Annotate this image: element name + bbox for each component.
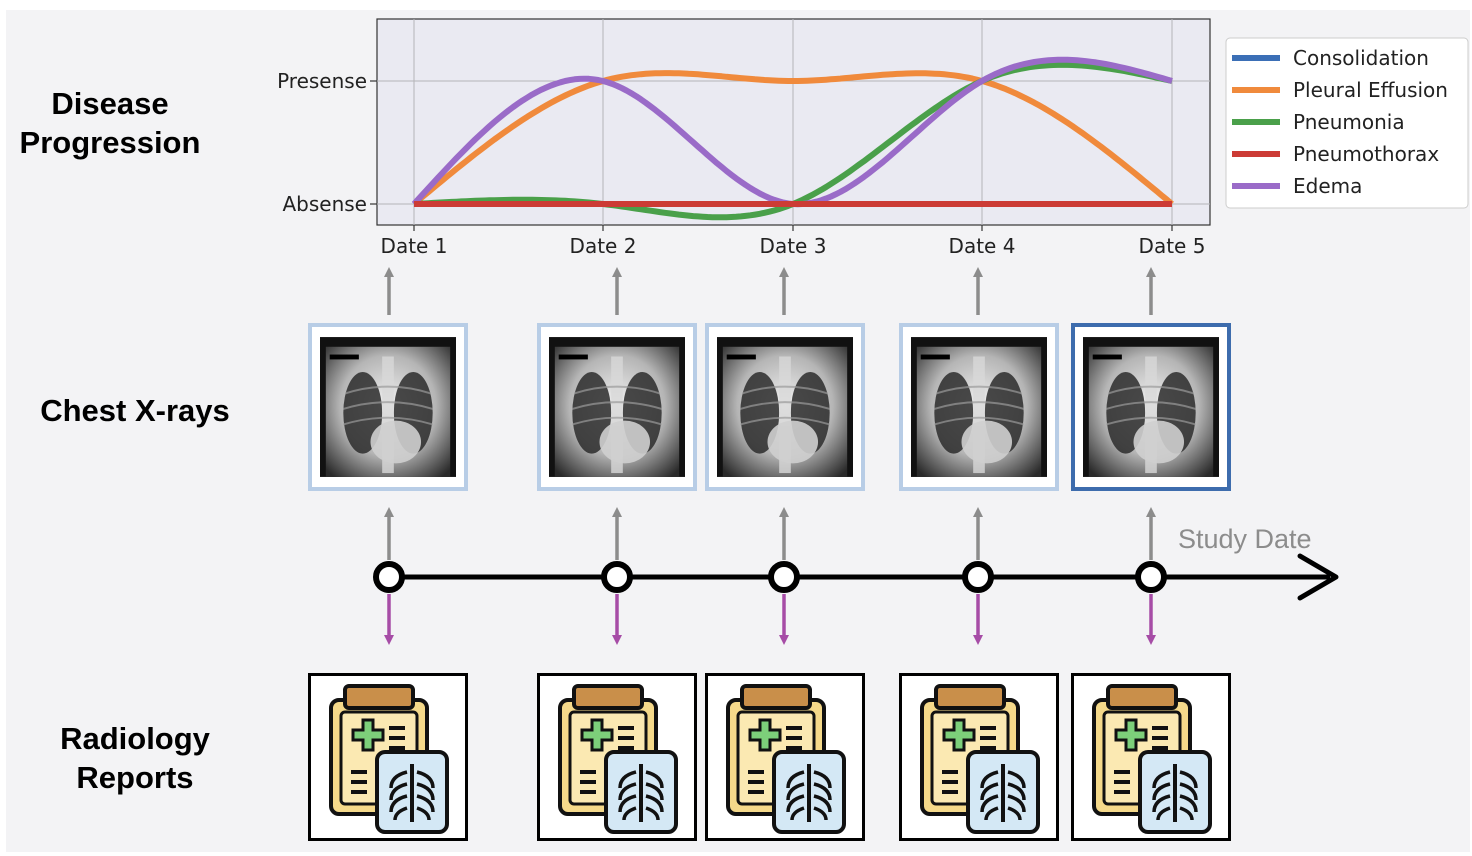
clipboard-report-icon	[1092, 684, 1212, 834]
legend-box	[1225, 37, 1469, 209]
label-line-1: Radiology	[60, 721, 210, 756]
clipboard-report-icon	[920, 684, 1040, 834]
x-tick-label: Date 2	[570, 234, 637, 258]
y-tick-label: Absense	[282, 192, 367, 216]
x-tick-label: Date 4	[949, 234, 1016, 258]
chest-xrays-label: Chest X-rays	[40, 393, 230, 428]
series-layer	[411, 56, 1174, 221]
xray-image	[549, 337, 685, 477]
clipboard-report-icon	[726, 684, 846, 834]
radiology-report[interactable]	[899, 673, 1059, 841]
clipboard-report-icon	[329, 684, 449, 834]
x-tick-labels: Date 1 Date 2 Date 3 Date 4 Date 5	[381, 225, 1206, 258]
radiology-report[interactable]	[308, 673, 468, 841]
xray-image	[1083, 337, 1219, 477]
xray-thumbnail[interactable]	[899, 323, 1059, 491]
x-tick-label: Date 3	[760, 234, 827, 258]
label-line-2: Reports	[76, 760, 194, 795]
xray-image	[717, 337, 853, 477]
label-line-1: Disease	[51, 86, 169, 121]
legend-label: Pleural Effusion	[1293, 78, 1448, 102]
y-tick-labels: Absense Presense	[277, 69, 377, 216]
label-line-2: Progression	[19, 125, 201, 160]
xray-image	[320, 337, 456, 477]
legend-label: Consolidation	[1293, 46, 1429, 70]
xray-thumbnail[interactable]	[705, 323, 865, 491]
xray-image	[911, 337, 1047, 477]
radiology-report[interactable]	[1071, 673, 1231, 841]
legend-label: Edema	[1293, 174, 1362, 198]
legend-label: Pneumothorax	[1293, 142, 1439, 166]
legend-label: Pneumonia	[1293, 110, 1405, 134]
y-tick-label: Presense	[277, 69, 367, 93]
x-tick-label: Date 5	[1139, 234, 1206, 258]
disease-progression-chart: Absense Presense Date 1 Date 2 Date 3 Date 4…	[277, 18, 1469, 258]
xray-thumbnail[interactable]	[537, 323, 697, 491]
x-tick-label: Date 1	[381, 234, 448, 258]
clipboard-report-icon	[558, 684, 678, 834]
radiology-report[interactable]	[705, 673, 865, 841]
radiology-reports-label: Radiology Reports	[20, 719, 250, 797]
xray-thumbnail[interactable]	[1071, 323, 1231, 491]
xray-thumbnail[interactable]	[308, 323, 468, 491]
series-line-pleural-effusion	[412, 70, 1174, 207]
radiology-report[interactable]	[537, 673, 697, 841]
disease-progression-label: Disease Progression	[0, 84, 220, 162]
